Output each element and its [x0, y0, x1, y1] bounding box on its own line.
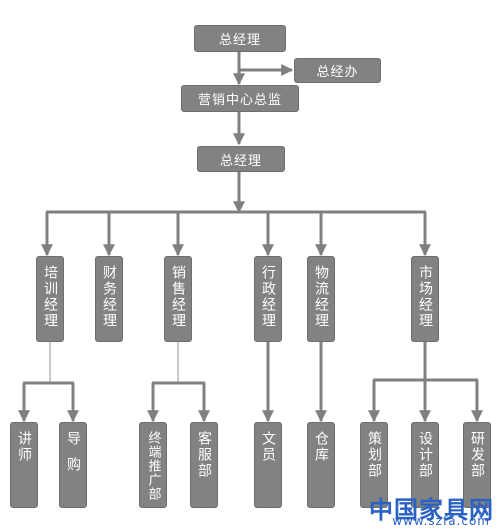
node-training-manager: 培训经理 — [36, 256, 64, 342]
node-label: 总经理 — [219, 153, 262, 169]
node-research-dept: 研发部 — [463, 422, 491, 508]
node-label: 财务经理 — [101, 265, 117, 329]
node-label: 市场经理 — [417, 265, 433, 329]
node-label: 总经办 — [316, 65, 359, 80]
node-general-manager-office: 总经办 — [294, 58, 381, 83]
node-label: 销售经理 — [170, 265, 186, 329]
node-label: 研发部 — [469, 431, 485, 479]
node-design-dept: 设计部 — [411, 422, 439, 508]
node-terminal-promotion: 终端推广部 — [139, 422, 167, 508]
node-label: 仓库 — [313, 431, 329, 463]
node-label: 导购 — [65, 431, 81, 483]
node-label: 营销中心总监 — [197, 93, 282, 108]
node-logistics-manager: 物流经理 — [307, 256, 335, 342]
node-label: 设计部 — [417, 431, 433, 479]
node-planning-dept: 策划部 — [360, 422, 388, 508]
node-admin-manager: 行政经理 — [254, 256, 282, 342]
node-lecturer: 讲师 — [10, 422, 38, 508]
node-label: 终端推广部 — [145, 431, 161, 501]
node-general-manager-mid: 总经理 — [197, 146, 285, 172]
node-label: 总经理 — [218, 33, 261, 48]
node-label: 客服部 — [196, 431, 212, 479]
node-marketing-director: 营销中心总监 — [181, 85, 299, 112]
node-guide: 导购 — [59, 422, 87, 508]
node-label: 讲师 — [16, 431, 32, 463]
node-label: 策划部 — [366, 431, 382, 479]
watermark-title: 中国家具网 — [369, 496, 494, 524]
node-warehouse: 仓库 — [307, 422, 335, 508]
node-sales-manager: 销售经理 — [164, 256, 192, 342]
node-label: 物流经理 — [313, 265, 329, 329]
site-watermark: 中国家具网 www.szfa.com — [348, 494, 500, 529]
node-customer-service: 客服部 — [190, 422, 218, 508]
watermark-url: www.szfa.com — [392, 514, 490, 528]
node-clerk: 文员 — [254, 422, 282, 508]
node-finance-manager: 财务经理 — [95, 256, 123, 342]
node-label: 文员 — [260, 431, 276, 463]
node-label: 培训经理 — [42, 265, 58, 329]
node-label: 行政经理 — [260, 265, 276, 329]
node-general-manager-top: 总经理 — [194, 25, 286, 52]
node-marketing-manager: 市场经理 — [411, 256, 439, 342]
